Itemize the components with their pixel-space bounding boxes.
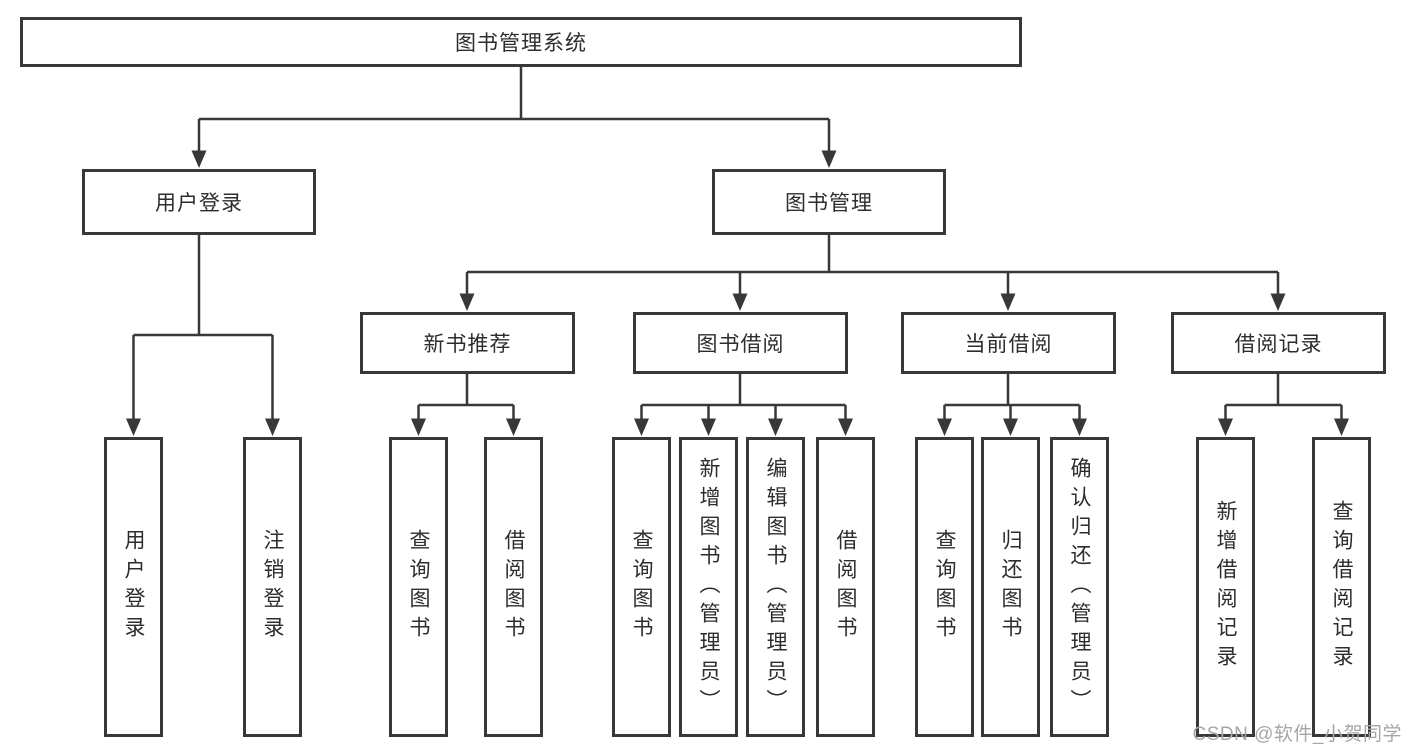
node-new-books-label: 新书推荐: [423, 333, 512, 356]
leaf-add-borrow-record-label: 新增借阅记录: [1214, 500, 1237, 674]
leaf-return-books: 归还图书: [981, 437, 1040, 737]
leaf-query-books-current: 查询图书: [915, 437, 974, 737]
leaf-query-books-current-label: 查询图书: [933, 529, 956, 645]
node-borrow-records-label: 借阅记录: [1234, 333, 1323, 356]
leaf-confirm-return-admin-label: 确认归还（管理员）: [1068, 456, 1091, 718]
leaf-query-books-borrow: 查询图书: [612, 437, 671, 737]
leaf-add-books-admin: 新增图书（管理员）: [679, 437, 738, 737]
leaf-logout: 注销登录: [243, 437, 302, 737]
node-book-management-label: 图书管理: [785, 192, 873, 215]
node-user-login: 用户登录: [82, 169, 316, 235]
leaf-confirm-return-admin: 确认归还（管理员）: [1050, 437, 1109, 737]
node-current-borrow: 当前借阅: [901, 312, 1116, 374]
node-current-borrow-label: 当前借阅: [964, 333, 1053, 356]
node-borrow-records: 借阅记录: [1171, 312, 1386, 374]
csdn-watermark: CSDN @软件_小贺同学: [1192, 724, 1402, 745]
leaf-borrow-books-newbooks-label: 借阅图书: [502, 529, 525, 645]
leaf-query-books-borrow-label: 查询图书: [630, 529, 653, 645]
leaf-user-login: 用户登录: [104, 437, 163, 737]
leaf-user-login-label: 用户登录: [122, 529, 145, 645]
node-library-system: 图书管理系统: [20, 17, 1022, 67]
leaf-query-borrow-record-label: 查询借阅记录: [1330, 500, 1353, 674]
node-book-borrow: 图书借阅: [633, 312, 848, 374]
node-book-management: 图书管理: [712, 169, 946, 235]
leaf-query-books-newbooks: 查询图书: [389, 437, 448, 737]
leaf-borrow-books-borrow-label: 借阅图书: [834, 529, 857, 645]
node-user-login-label: 用户登录: [155, 192, 243, 215]
node-library-system-label: 图书管理系统: [455, 32, 587, 55]
leaf-borrow-books-newbooks: 借阅图书: [484, 437, 543, 737]
node-new-books: 新书推荐: [360, 312, 575, 374]
leaf-add-borrow-record: 新增借阅记录: [1196, 437, 1255, 737]
leaf-return-books-label: 归还图书: [999, 529, 1022, 645]
leaf-add-books-admin-label: 新增图书（管理员）: [697, 456, 720, 718]
leaf-borrow-books-borrow: 借阅图书: [816, 437, 875, 737]
leaf-edit-books-admin-label: 编辑图书（管理员）: [764, 456, 787, 718]
node-book-borrow-label: 图书借阅: [696, 333, 785, 356]
leaf-query-books-newbooks-label: 查询图书: [407, 529, 430, 645]
leaf-query-borrow-record: 查询借阅记录: [1312, 437, 1371, 737]
leaf-edit-books-admin: 编辑图书（管理员）: [746, 437, 805, 737]
leaf-logout-label: 注销登录: [261, 529, 284, 645]
